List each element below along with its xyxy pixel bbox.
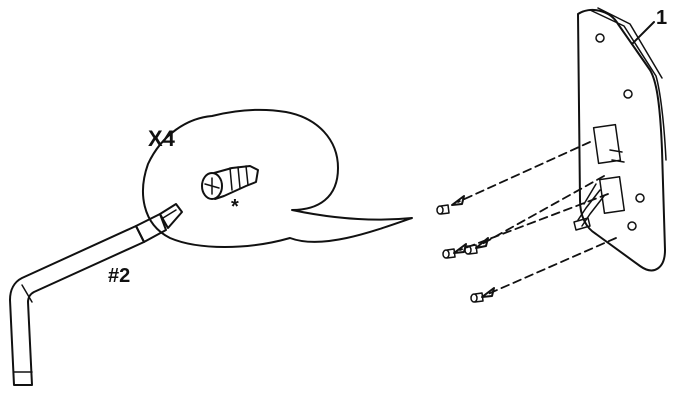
screw-icon	[442, 248, 456, 259]
arrow-line-4	[487, 237, 617, 295]
arrowhead-2	[475, 237, 489, 249]
screw-icon	[436, 204, 450, 215]
quantity-label: X4	[148, 126, 176, 151]
note-mark: *	[231, 196, 239, 218]
arrowhead-4	[481, 287, 495, 298]
callout-leader-line	[631, 21, 655, 45]
assembly-arrows	[451, 141, 617, 298]
arrow-line-2	[481, 175, 605, 245]
screw-icon	[470, 292, 484, 303]
screw-icon	[464, 244, 478, 255]
arrow-line-3	[459, 193, 609, 251]
wall-plate-icon	[573, 7, 667, 272]
arrowhead-1	[451, 195, 465, 206]
screw-icon	[201, 165, 259, 200]
arrowhead-3	[453, 243, 467, 254]
callout-bubble	[142, 108, 413, 248]
driver-size-label: #2	[108, 265, 130, 287]
loose-screws	[436, 204, 484, 303]
part-callout-number: 1	[656, 7, 667, 29]
arrow-line-1	[457, 141, 591, 203]
hex-key-screwdriver-icon	[9, 203, 183, 386]
